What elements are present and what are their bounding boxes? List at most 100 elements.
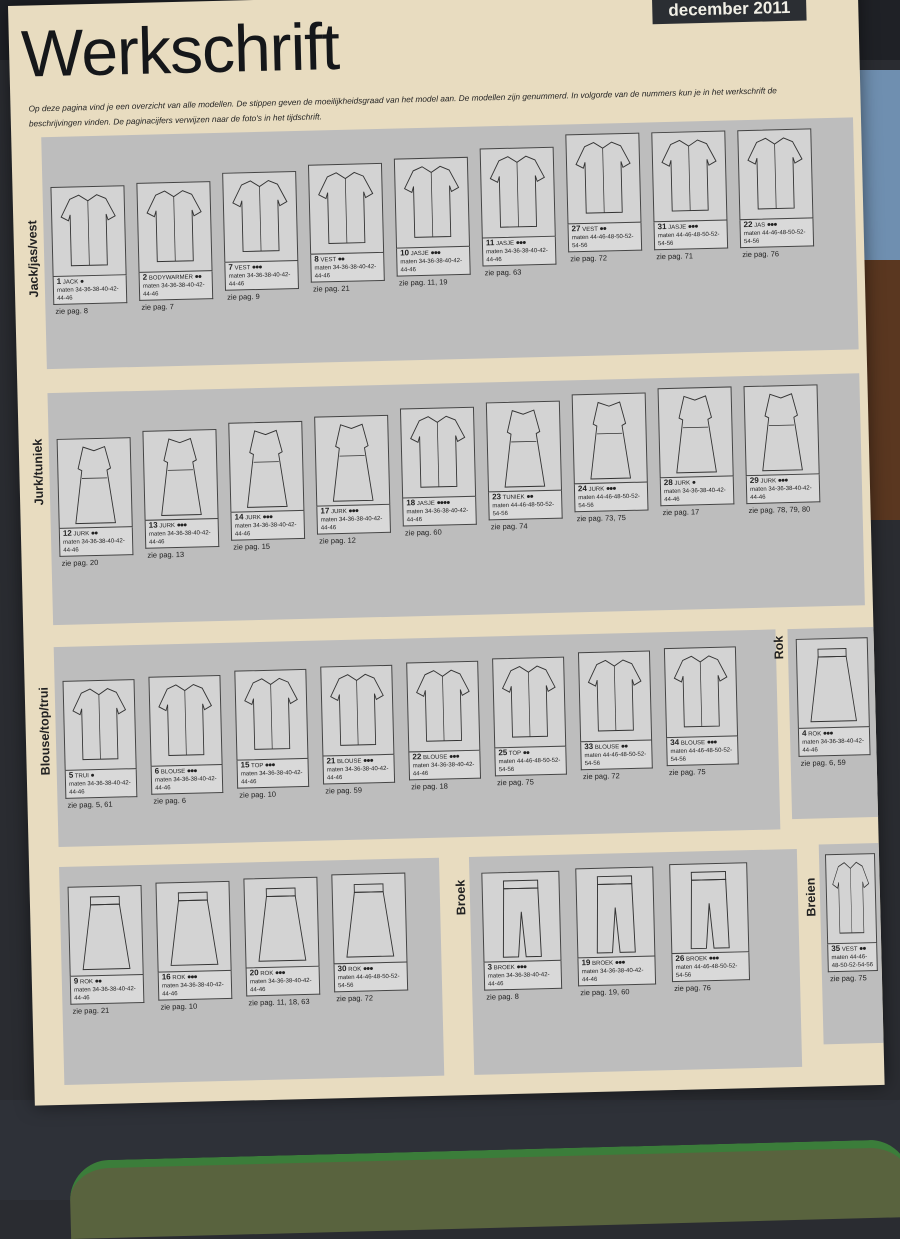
model-name: BLOUSE bbox=[160, 768, 186, 776]
model-sizes: maten 44-46-48-50-52-54-56 bbox=[584, 751, 647, 768]
model-sizes: maten 34-36-38-40-42-44-46 bbox=[406, 507, 469, 524]
model-name: ROK bbox=[172, 974, 186, 982]
model-sizes: maten 44-46-48-50-52-54-56 bbox=[657, 231, 720, 248]
section-label-jack: Jack/jas/vest bbox=[25, 220, 42, 298]
model-sizes: maten 34-36-38-40-42-44-46 bbox=[249, 977, 312, 994]
page-reference: zie pag. 7 bbox=[141, 302, 175, 312]
section-label-rok: Rok bbox=[771, 635, 787, 660]
model-info-box: 4 ROK ●●●maten 34-36-38-40-42-44-46 bbox=[797, 727, 871, 757]
model-info-box: 19 BROEK ●●●maten 34-36-38-40-42-44-46 bbox=[577, 956, 657, 987]
model-number: 2 bbox=[142, 272, 148, 282]
difficulty-dots: ●●● bbox=[687, 223, 698, 231]
model-info-box: 6 BLOUSE ●●●maten 34-36-38-40-42-44-46 bbox=[150, 764, 224, 795]
garment-sketch bbox=[663, 646, 739, 739]
garment-sketch bbox=[795, 637, 870, 729]
difficulty-dots: ●●● bbox=[348, 507, 359, 515]
page-reference: zie pag. 72 bbox=[336, 993, 374, 1004]
model-info-box: 29 JURK ●●●maten 34-36-38-40-42-44-46 bbox=[745, 474, 821, 505]
model-number: 19 bbox=[581, 958, 591, 968]
model-number: 4 bbox=[801, 728, 807, 738]
model-info-box: 12 JURK ●●maten 34-36-38-40-42-44-46 bbox=[58, 527, 134, 557]
page-reference: zie pag. 63 bbox=[484, 267, 522, 278]
page-reference: zie pag. 76 bbox=[674, 983, 712, 994]
model-number: 3 bbox=[487, 962, 493, 972]
model-sizes: maten 34-36-38-40-42-44-46 bbox=[320, 516, 383, 532]
model-info-box: 35 VEST ●●maten 44-46-48-50-52-54-56 bbox=[827, 943, 878, 973]
model-info-box: 22 BLOUSE ●●●maten 34-36-38-40-42-44-46 bbox=[408, 750, 482, 781]
page-reference: zie pag. 12 bbox=[319, 535, 356, 546]
model-info-box: 11 JASJE ●●●maten 34-36-38-40-42-44-46 bbox=[481, 236, 557, 267]
model-number: 26 bbox=[675, 953, 685, 963]
model-name: TOP bbox=[508, 750, 522, 757]
garment-sketch bbox=[331, 872, 408, 965]
model-number: 17 bbox=[320, 506, 330, 516]
difficulty-dots: ●●● bbox=[614, 959, 625, 967]
model-info-box: 20 ROK ●●●maten 34-36-38-40-42-44-46 bbox=[245, 966, 321, 997]
difficulty-dots: ●●● bbox=[706, 738, 717, 747]
model-name: JURK bbox=[330, 508, 347, 516]
model-number: 27 bbox=[571, 224, 581, 234]
model-info-box: 23 TUNIEK ●●maten 44-46-48-50-52-54-56 bbox=[488, 490, 563, 521]
difficulty-dots: ●● bbox=[526, 493, 533, 501]
model-card-2: 2 BODYWARMER ●●maten 34-36-38-40-42-44-4… bbox=[136, 181, 214, 312]
difficulty-dots: ●● bbox=[859, 945, 866, 953]
model-number: 24 bbox=[577, 484, 587, 494]
garment-sketch bbox=[314, 414, 391, 507]
garment-sketch bbox=[565, 132, 642, 225]
model-info-box: 24 JURK ●●●maten 44-46-48-50-52-54-56 bbox=[573, 482, 649, 513]
model-name: JURK bbox=[159, 523, 176, 530]
model-sizes: maten 34-36-38-40-42-44-46 bbox=[74, 986, 136, 1002]
section-label-breien: Breien bbox=[803, 877, 819, 917]
page-reference: zie pag. 9 bbox=[227, 291, 260, 302]
page-reference: zie pag. 5, 61 bbox=[67, 799, 113, 810]
page-reference: zie pag. 72 bbox=[582, 771, 620, 782]
model-sizes: maten 34-36-38-40-42-44-46 bbox=[154, 776, 217, 792]
page-reference: zie pag. 11, 19 bbox=[398, 277, 448, 288]
model-name: JURK bbox=[674, 480, 691, 487]
difficulty-dots: ●● bbox=[90, 529, 98, 538]
page-reference: zie pag. 73, 75 bbox=[576, 513, 627, 524]
garment-sketch bbox=[320, 664, 395, 757]
model-name: JACK bbox=[62, 279, 79, 286]
page-reference: zie pag. 6 bbox=[153, 795, 187, 806]
model-sizes: maten 34-36-38-40-42-44-46 bbox=[326, 765, 389, 782]
model-sizes: maten 34-36-38-40-42-44-46 bbox=[161, 982, 224, 998]
model-sizes: maten 44-46-48-50-52-54-56 bbox=[498, 757, 561, 774]
model-name: TRUI bbox=[74, 773, 89, 780]
model-info-box: 2 BODYWARMER ●●maten 34-36-38-40-42-44-4… bbox=[138, 271, 214, 301]
model-sizes: maten 34-36-38-40-42-44-46 bbox=[486, 247, 548, 264]
page-reference: zie pag. 21 bbox=[312, 283, 350, 294]
model-sizes: maten 34-36-38-40-42-44-46 bbox=[400, 257, 463, 274]
model-sizes: maten 44-46-48-50-52-54-56 bbox=[337, 973, 400, 990]
model-number: 11 bbox=[485, 238, 495, 248]
model-sizes: maten 34-36-38-40-42-44-46 bbox=[240, 770, 303, 786]
model-sizes: maten 44-46-48-50-52-54-56 bbox=[670, 747, 733, 764]
model-number: 22 bbox=[412, 752, 422, 762]
page-reference: zie pag. 15 bbox=[233, 541, 271, 552]
model-name: BROEK bbox=[592, 960, 614, 968]
garment-sketch bbox=[651, 130, 728, 223]
garment-sketch bbox=[399, 406, 477, 499]
model-name: VEST bbox=[234, 265, 251, 272]
garment-sketch bbox=[50, 185, 127, 277]
garment-sketch bbox=[243, 876, 320, 969]
model-sizes: maten 34-36-38-40-42-44-46 bbox=[63, 538, 125, 554]
model-number: 12 bbox=[62, 528, 72, 538]
model-name: JURK bbox=[760, 478, 777, 485]
difficulty-dots: ●●● bbox=[251, 263, 262, 272]
garment-sketch bbox=[155, 880, 232, 973]
model-number: 25 bbox=[498, 748, 508, 758]
model-number: 16 bbox=[161, 972, 171, 982]
page-reference: zie pag. 10 bbox=[239, 789, 277, 800]
